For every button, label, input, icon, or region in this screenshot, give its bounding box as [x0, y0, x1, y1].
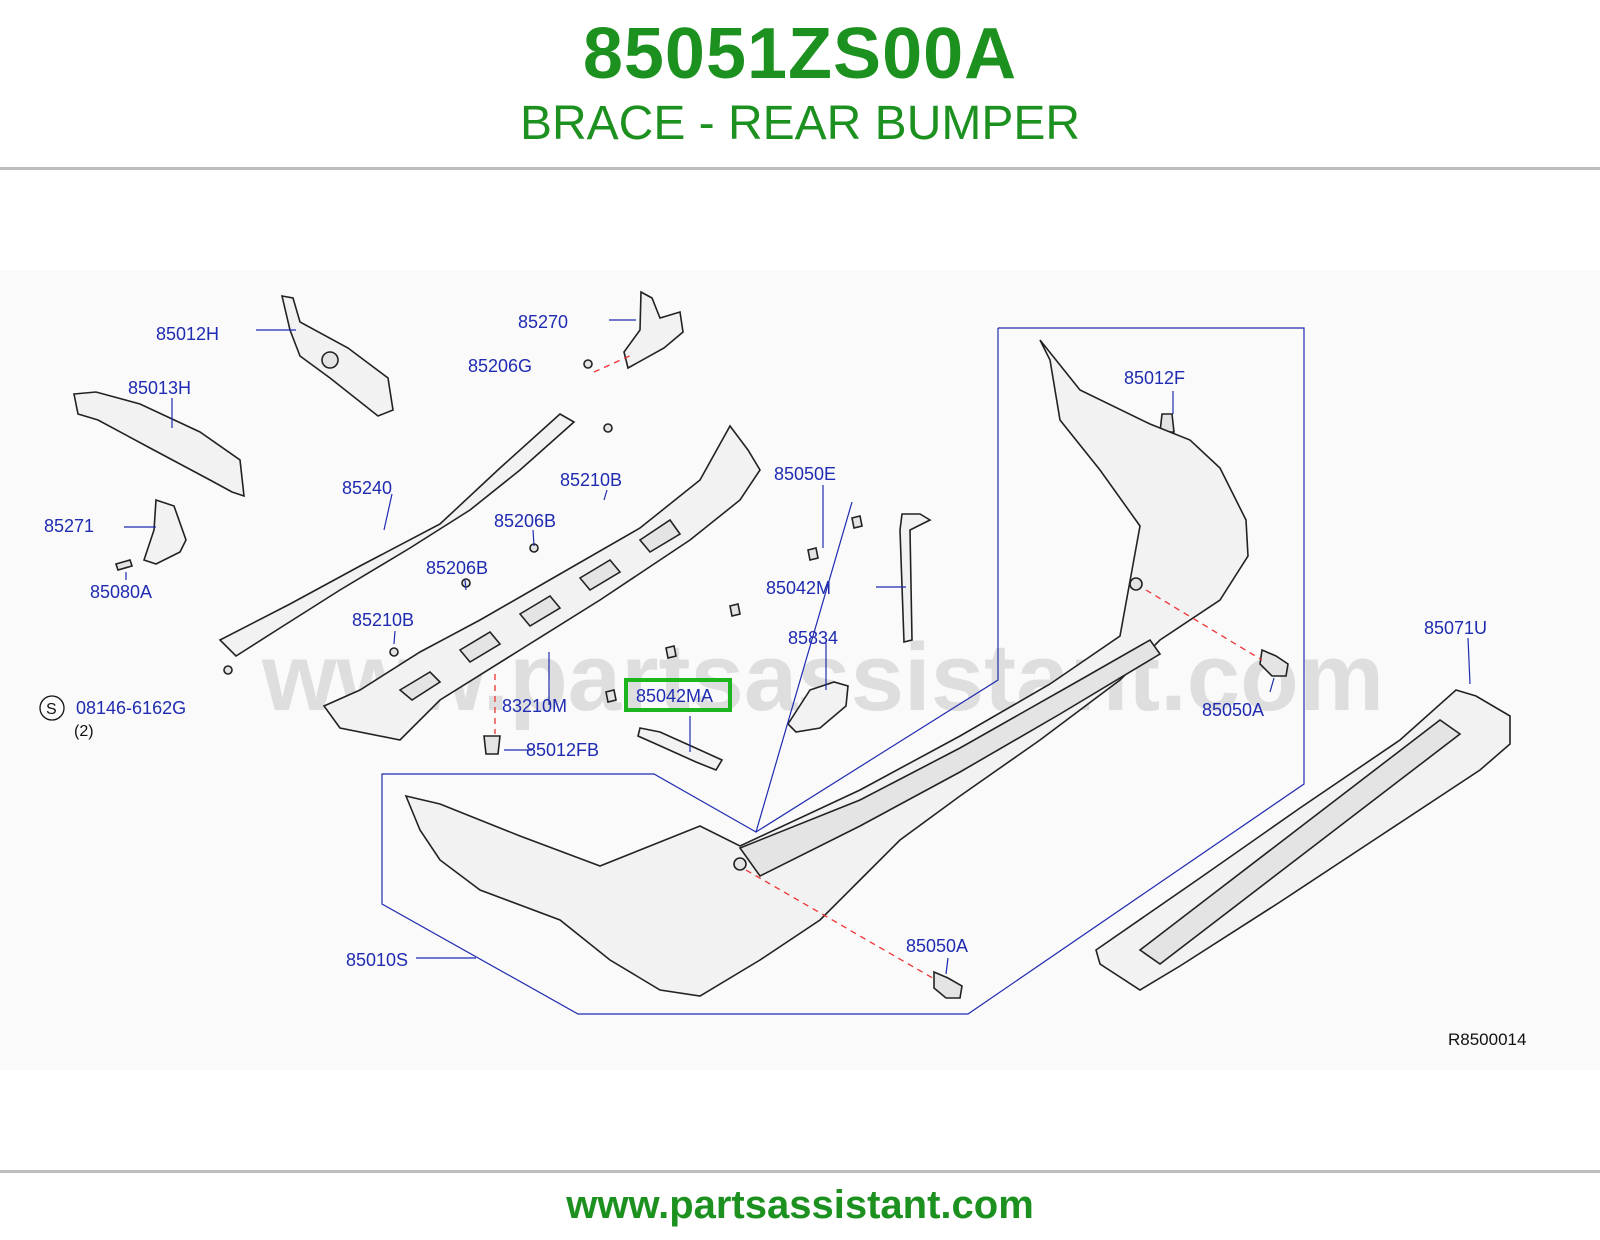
- callout-85042MA[interactable]: 85042MA: [636, 686, 713, 706]
- callout-85206G[interactable]: 85206G: [468, 356, 532, 376]
- callout-85206B-a[interactable]: 85206B: [494, 511, 556, 531]
- callout-85271[interactable]: 85271: [44, 516, 94, 536]
- callout-85012F[interactable]: 85012F: [1124, 368, 1185, 388]
- part-name-subtitle: BRACE - REAR BUMPER: [519, 97, 1081, 150]
- leader-lines: [124, 319, 1471, 1015]
- callout-85050A-bottom[interactable]: 85050A: [906, 936, 968, 956]
- part-number-title: 85051ZS00A: [582, 14, 1018, 94]
- mounting-lines: [494, 353, 1263, 981]
- callout-85010S[interactable]: 85010S: [346, 950, 408, 970]
- callout-85050E[interactable]: 85050E: [774, 464, 836, 484]
- bumper-fascia-85010S-drawing: [404, 339, 1249, 997]
- bolt-85050A-right-drawing: [1259, 648, 1289, 677]
- nut-85210B-mid-drawing: [389, 647, 399, 657]
- callout-85012FB[interactable]: 85012FB: [526, 740, 599, 760]
- callout-85240[interactable]: 85240: [342, 478, 392, 498]
- header-divider: [0, 167, 1600, 170]
- bumper-step-pad-drawing: [738, 638, 1162, 878]
- bolt-85206G-drawing: [583, 359, 593, 369]
- footer-website-link[interactable]: www.partsassistant.com: [566, 1183, 1034, 1227]
- absorber-83210M-drawing: [322, 424, 761, 741]
- callout-85050A-right[interactable]: 85050A: [1202, 700, 1264, 720]
- protector-85071U-pattern: [1138, 719, 1462, 965]
- callout-83210M[interactable]: 83210M: [502, 696, 567, 716]
- reinforcement-85013H-drawing: [73, 391, 245, 498]
- bracket-85012H-hole: [321, 351, 339, 369]
- absorber-83210M-blocks: [398, 518, 682, 701]
- bracket-85240-drawing: [218, 413, 576, 658]
- bumper-hole-right: [1129, 577, 1143, 591]
- nut-85210B-top-drawing: [603, 423, 613, 433]
- cover-85834-drawing: [786, 681, 849, 733]
- callout-85042M[interactable]: 85042M: [766, 578, 831, 598]
- bolt-85050A-bottom-drawing: [933, 970, 963, 999]
- callout-08146-quantity: (2): [74, 723, 94, 740]
- standard-part-symbol-circle: [39, 695, 65, 721]
- clip-85012FB-drawing: [483, 735, 501, 755]
- callout-85071U[interactable]: 85071U: [1424, 618, 1487, 638]
- brace-85042MA-drawing: [637, 727, 724, 771]
- standard-part-symbol: S: [46, 701, 57, 718]
- clips-85050E-drawing: [605, 515, 863, 703]
- callout-85012H[interactable]: 85012H: [156, 324, 219, 344]
- bracket-85271-drawing: [142, 498, 187, 565]
- bracket-85270-drawing: [623, 290, 684, 370]
- callout-85210B-mid[interactable]: 85210B: [352, 610, 414, 630]
- callout-85270[interactable]: 85270: [518, 312, 568, 332]
- screw-08146-drawing: [223, 665, 233, 675]
- callout-85013H[interactable]: 85013H: [128, 378, 191, 398]
- footer-divider: [0, 1170, 1600, 1173]
- header: 85051ZS00A BRACE - REAR BUMPER: [0, 0, 1600, 170]
- bolt-85080A-drawing: [114, 559, 134, 571]
- brace-85042M-drawing: [899, 513, 932, 644]
- parts-diagram-area: [0, 270, 1600, 1070]
- callout-85080A[interactable]: 85080A: [90, 582, 152, 602]
- clip-85012F-drawing: [1159, 413, 1175, 433]
- callout-85206B-b[interactable]: 85206B: [426, 558, 488, 578]
- callout-85834[interactable]: 85834: [788, 628, 838, 648]
- highlight-85042MA: [624, 678, 732, 712]
- callout-08146-6162G[interactable]: 08146-6162G: [76, 698, 186, 718]
- bumper-hole-left: [733, 857, 747, 871]
- diagram-reference-code: R8500014: [1448, 1030, 1526, 1049]
- callout-85210B-top[interactable]: 85210B: [560, 470, 622, 490]
